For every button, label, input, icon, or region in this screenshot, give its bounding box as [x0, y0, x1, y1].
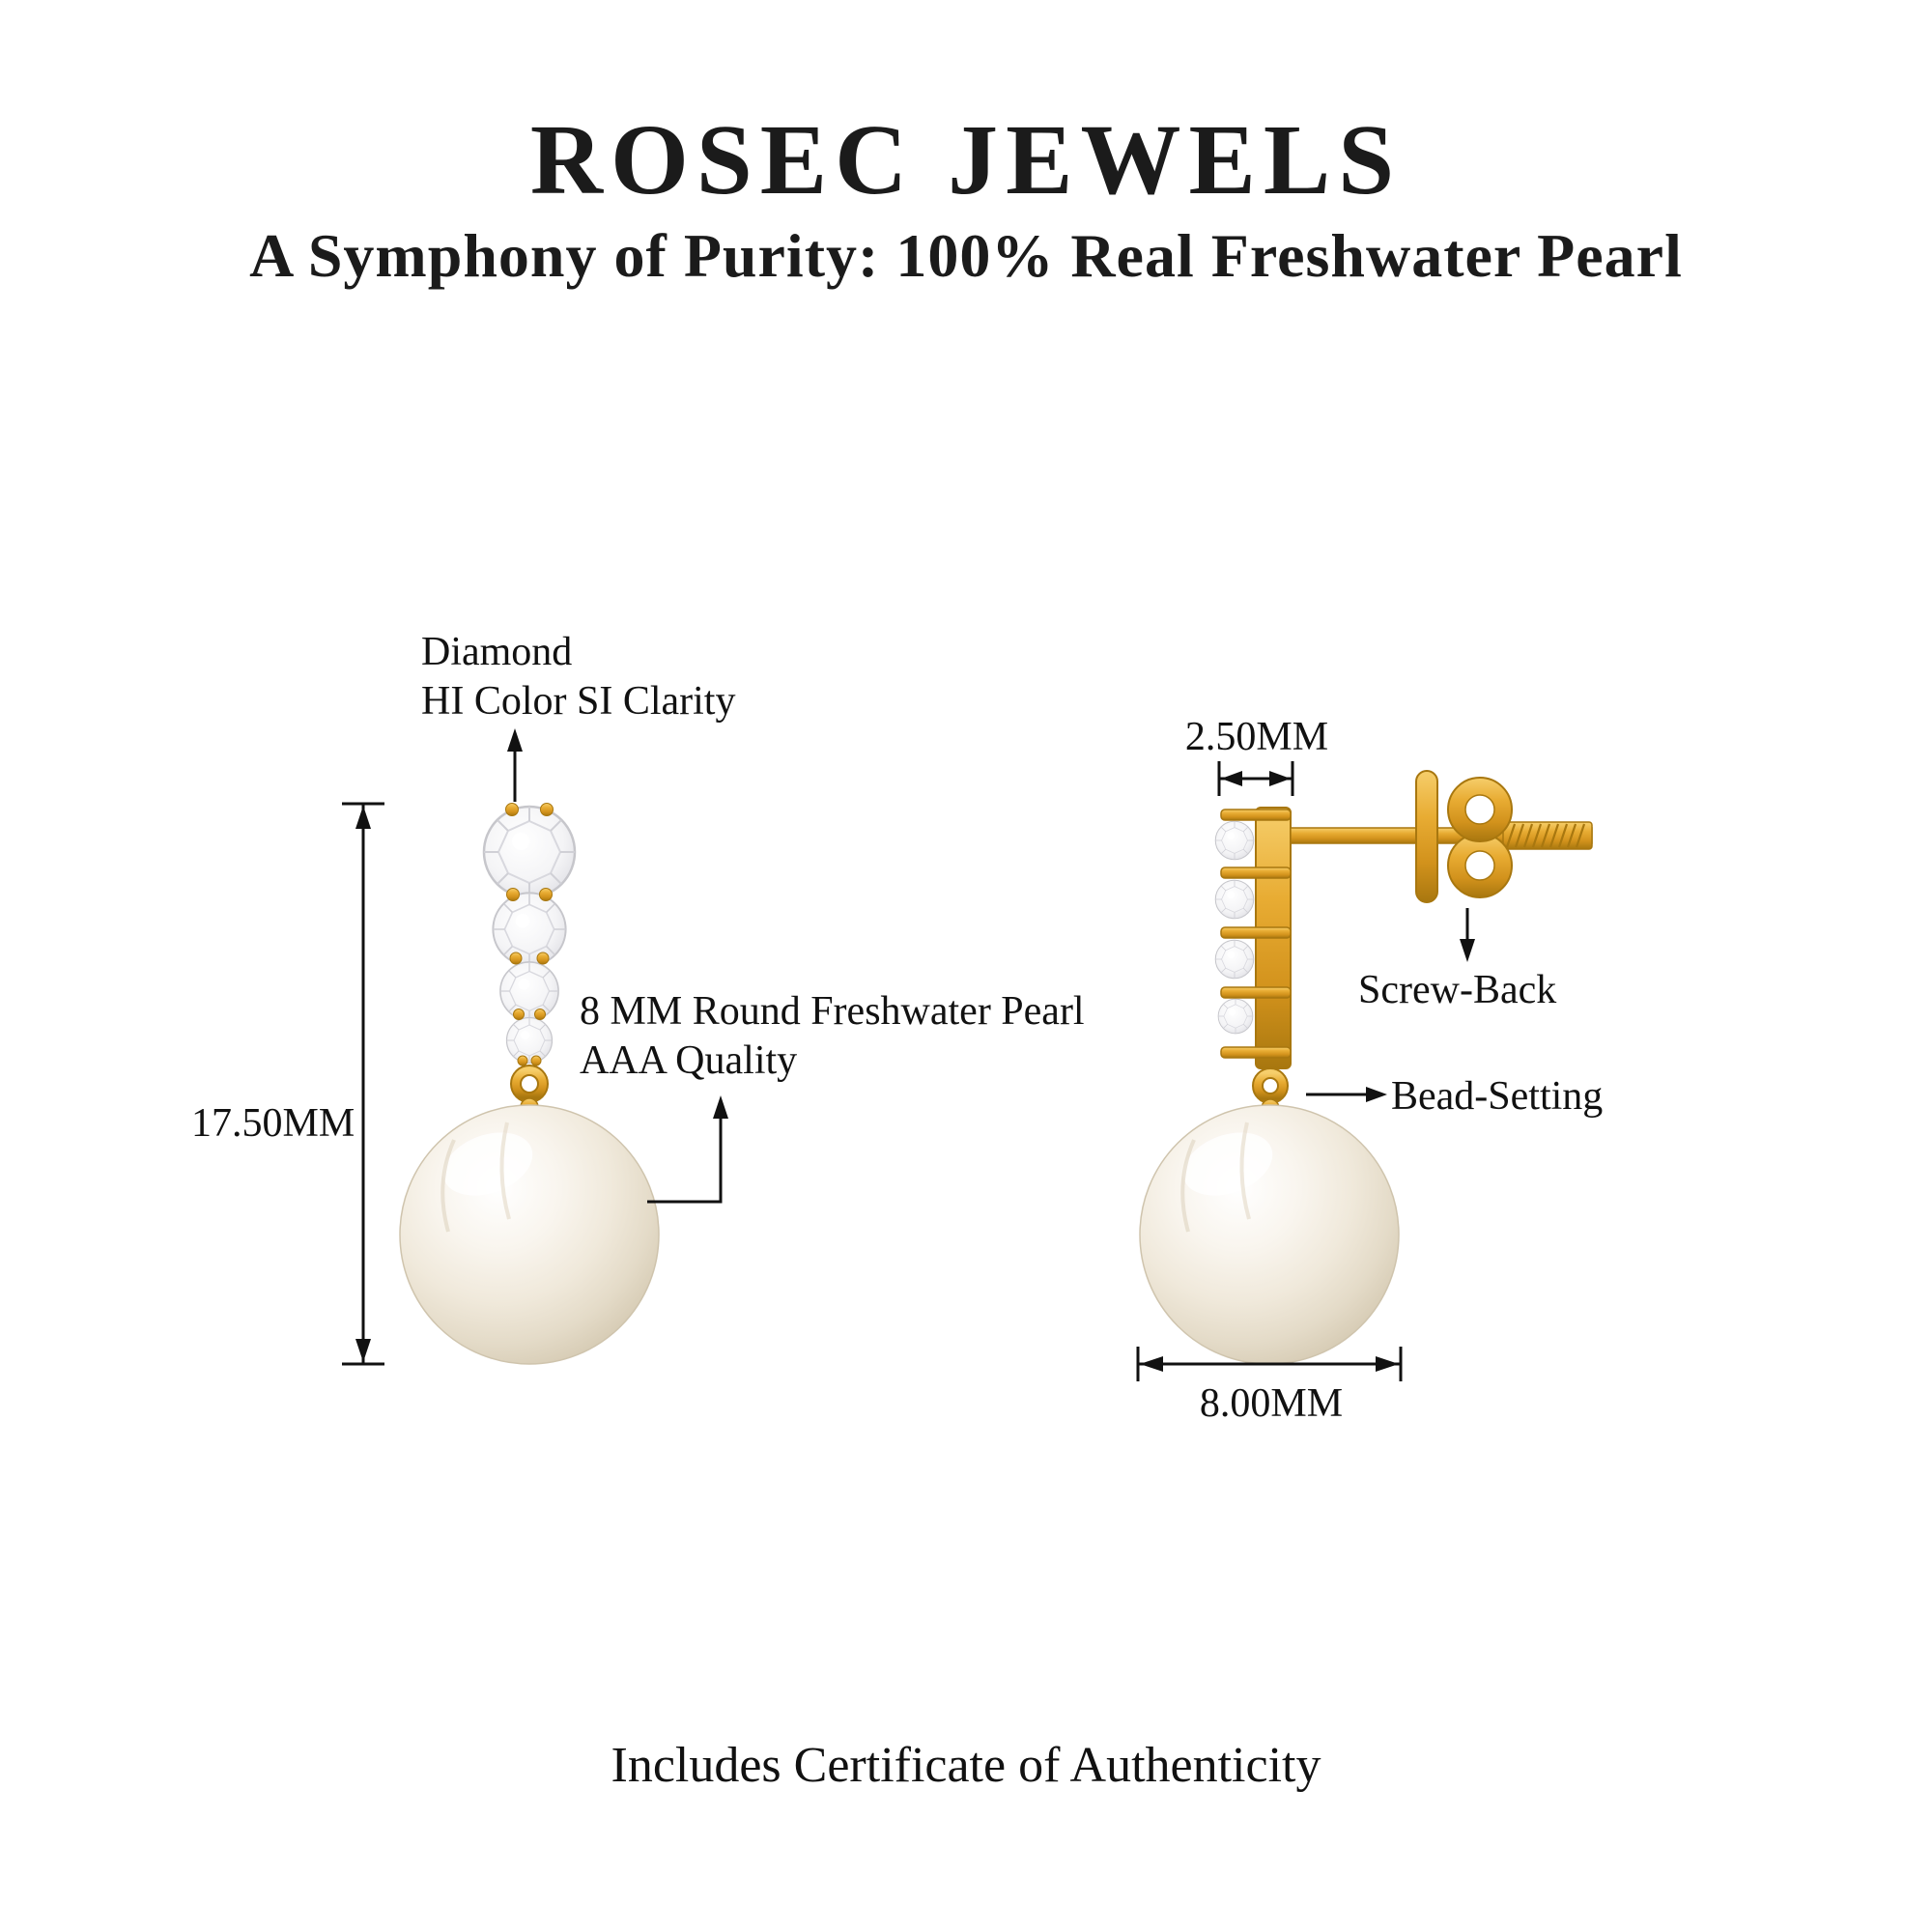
bead-setting-arrow — [1306, 1087, 1387, 1102]
pearl-note-line1: 8 MM Round Freshwater Pearl — [580, 989, 1085, 1034]
pearl-note-line2: AAA Quality — [580, 1038, 798, 1084]
pearl-diameter-dimension-line — [1136, 1347, 1403, 1381]
bar-width-dimension-line — [1217, 761, 1294, 796]
screw-back-butterfly — [1447, 777, 1513, 898]
pearl-side — [1139, 1104, 1400, 1365]
height-dimension-line — [342, 802, 384, 1366]
threaded-post — [1502, 821, 1593, 850]
backing-plate — [1415, 770, 1438, 903]
screw-back-arrow — [1460, 908, 1475, 962]
diamond-note-arrow — [507, 728, 523, 802]
height-dimension-label: 17.50MM — [191, 1101, 355, 1146]
pearl-note-arrow — [647, 1095, 728, 1204]
bead-setting-label: Bead-Setting — [1391, 1074, 1604, 1119]
bead-setting-rungs — [1220, 809, 1292, 1059]
pearl-front — [399, 1104, 660, 1365]
earring-front-illustration — [399, 803, 660, 1365]
bar-width-dimension-label: 2.50MM — [1184, 715, 1329, 759]
bail-front — [510, 1065, 549, 1117]
diamond-note-line2: HI Color SI Clarity — [421, 679, 736, 724]
tagline: A Symphony of Purity: 100% Real Freshwat… — [249, 221, 1683, 290]
prong-dots — [505, 803, 554, 1066]
certificate-note: Includes Certificate of Authenticity — [611, 1738, 1321, 1793]
pearl-diameter-dimension-label: 8.00MM — [1199, 1381, 1344, 1426]
pearl-note: 8 MM Round Freshwater Pearl AAA Quality — [580, 987, 1085, 1086]
earring-side-illustration — [1139, 770, 1593, 1365]
diamond-note: Diamond HI Color SI Clarity — [421, 628, 735, 726]
screw-back-label: Screw-Back — [1358, 968, 1557, 1012]
diamond-note-line1: Diamond — [421, 630, 573, 674]
brand-title: ROSEC JEWELS — [529, 104, 1403, 215]
